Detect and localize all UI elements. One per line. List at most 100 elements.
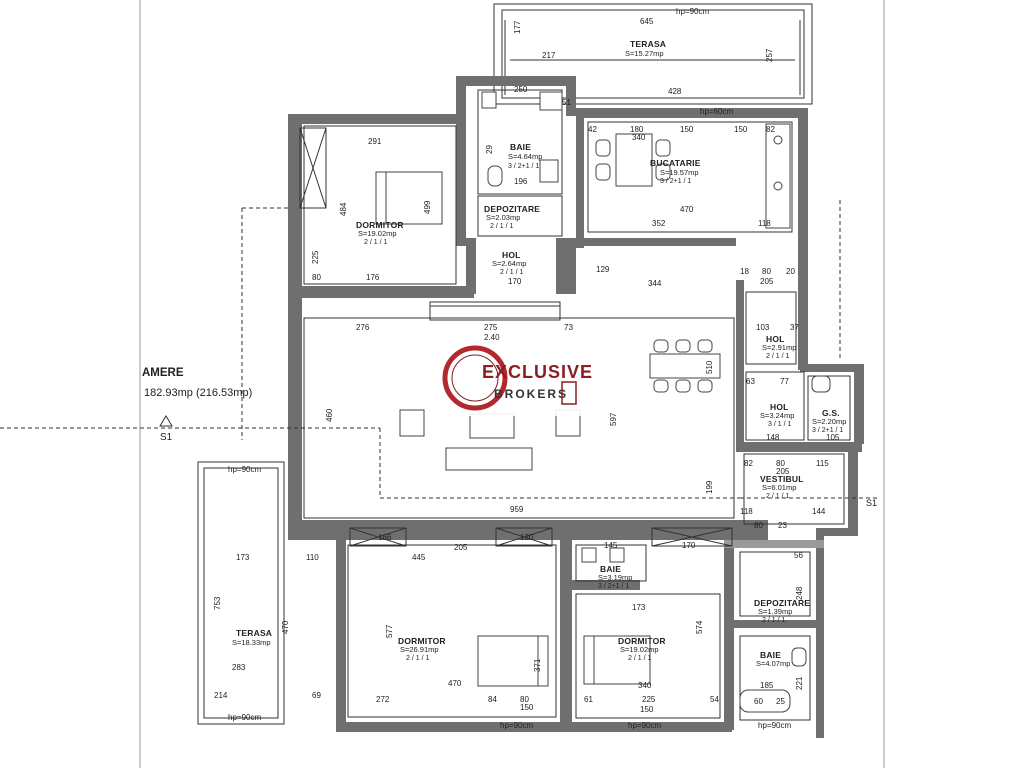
svg-text:S=2.91mp: S=2.91mp <box>762 343 796 352</box>
svg-text:80: 80 <box>312 273 321 282</box>
svg-text:196: 196 <box>514 177 528 186</box>
svg-text:3 / 2+1 / 1: 3 / 2+1 / 1 <box>660 178 691 185</box>
svg-text:205: 205 <box>454 543 468 552</box>
svg-text:S=26.91mp: S=26.91mp <box>400 645 439 654</box>
svg-text:484: 484 <box>339 202 348 216</box>
svg-text:276: 276 <box>356 323 370 332</box>
svg-text:145: 145 <box>604 541 618 550</box>
summary-title: AMERE <box>142 367 184 379</box>
svg-text:S=18.33mp: S=18.33mp <box>232 638 271 647</box>
svg-text:460: 460 <box>325 408 334 422</box>
bed-icon <box>583 635 651 685</box>
bed-icon <box>375 171 443 225</box>
svg-text:105: 105 <box>826 433 840 442</box>
svg-text:DEPOZITARE: DEPOZITARE <box>754 598 810 608</box>
svg-text:445: 445 <box>412 553 426 562</box>
svg-text:56: 56 <box>794 551 803 560</box>
svg-text:340: 340 <box>632 133 646 142</box>
svg-text:344: 344 <box>648 279 662 288</box>
svg-text:VESTIBUL: VESTIBUL <box>760 474 804 484</box>
svg-text:2 / 1 / 1: 2 / 1 / 1 <box>762 617 785 624</box>
svg-text:hp=90cm: hp=90cm <box>500 721 533 730</box>
bed-icon <box>477 635 549 687</box>
section-marker: S1 <box>160 432 173 443</box>
svg-text:29: 29 <box>485 145 494 154</box>
svg-text:S=2.20mp: S=2.20mp <box>812 417 846 426</box>
svg-text:82: 82 <box>766 125 775 134</box>
svg-text:HOL: HOL <box>766 334 785 344</box>
svg-text:S=19.02mp: S=19.02mp <box>358 229 397 238</box>
svg-text:S=2.03mp: S=2.03mp <box>486 213 520 222</box>
svg-text:hp=90cm: hp=90cm <box>228 713 261 722</box>
room-labels: TERASA S=15.27mp BAIE S=4.64mp 3 / 2+1 /… <box>232 39 846 668</box>
svg-text:42: 42 <box>588 125 597 134</box>
svg-text:144: 144 <box>812 507 826 516</box>
section-arrow-icon <box>159 415 173 427</box>
section-marker-right: S1 <box>866 498 877 508</box>
room-depozitare-br: DEPOZITARE S=1.39mp 2 / 1 / 1 <box>754 598 810 624</box>
svg-text:170: 170 <box>682 541 696 550</box>
svg-text:574: 574 <box>695 620 704 634</box>
svg-text:23: 23 <box>778 521 787 530</box>
svg-text:225: 225 <box>311 250 320 264</box>
svg-text:25: 25 <box>776 697 785 706</box>
room-bucatarie: BUCATARIE S=19.57mp 3 / 2+1 / 1 <box>650 158 701 185</box>
svg-text:199: 199 <box>705 480 714 494</box>
svg-text:205: 205 <box>760 277 774 286</box>
svg-text:115: 115 <box>816 459 829 468</box>
svg-text:77: 77 <box>780 377 789 386</box>
sink-icon <box>539 91 563 111</box>
svg-text:2 / 1 / 1: 2 / 1 / 1 <box>766 353 789 360</box>
svg-text:BAIE: BAIE <box>510 142 531 152</box>
room-dormitor-bl: DORMITOR S=26.91mp 2 / 1 / 1 <box>398 636 446 662</box>
exclusive-brokers-watermark: EXCLUSIVE BROKERS <box>442 340 592 416</box>
room-dormitor-top: DORMITOR S=19.02mp 2 / 1 / 1 <box>356 220 404 246</box>
room-hol-right-2: HOL S=3.24mp 3 / 1 / 1 <box>760 402 794 428</box>
svg-text:37: 37 <box>790 323 799 332</box>
svg-text:hp=90cm: hp=90cm <box>676 7 709 16</box>
svg-text:371: 371 <box>533 658 542 672</box>
svg-text:118: 118 <box>740 507 753 516</box>
svg-text:80: 80 <box>520 695 529 704</box>
svg-text:BUCATARIE: BUCATARIE <box>650 158 701 168</box>
svg-text:BAIE: BAIE <box>600 564 621 574</box>
svg-text:82: 82 <box>744 459 753 468</box>
toilet-icon <box>487 165 503 187</box>
svg-text:S=4.64mp: S=4.64mp <box>508 152 542 161</box>
svg-text:118: 118 <box>758 219 771 228</box>
logo-door-icon <box>561 381 577 405</box>
furniture <box>375 91 831 713</box>
svg-text:hp=90cm: hp=90cm <box>628 721 661 730</box>
svg-text:DEPOZITARE: DEPOZITARE <box>484 204 540 214</box>
svg-text:120: 120 <box>520 533 534 542</box>
svg-text:272: 272 <box>376 695 390 704</box>
dining-table-icon <box>615 133 653 187</box>
sink-icon <box>581 547 597 563</box>
svg-text:173: 173 <box>632 603 646 612</box>
svg-text:DORMITOR: DORMITOR <box>398 636 446 646</box>
svg-text:103: 103 <box>756 323 770 332</box>
svg-text:177: 177 <box>513 20 522 34</box>
svg-text:470: 470 <box>281 620 290 634</box>
svg-text:205: 205 <box>776 467 790 476</box>
room-dormitor-br: DORMITOR S=19.02mp 2 / 1 / 1 <box>618 636 666 662</box>
room-terasa-top: TERASA S=15.27mp <box>625 39 666 58</box>
outer-walls <box>288 76 864 738</box>
toilet-icon <box>811 375 831 393</box>
svg-text:60: 60 <box>754 697 763 706</box>
svg-text:84: 84 <box>488 695 497 704</box>
svg-text:110: 110 <box>306 553 319 562</box>
svg-text:275: 275 <box>484 323 498 332</box>
svg-text:2 / 1 / 1: 2 / 1 / 1 <box>766 493 789 500</box>
svg-text:hp=60cm: hp=60cm <box>700 107 733 116</box>
svg-text:150: 150 <box>734 125 748 134</box>
room-terasa-left: TERASA S=18.33mp <box>232 628 272 647</box>
svg-text:217: 217 <box>542 51 556 60</box>
svg-text:HOL: HOL <box>770 402 789 412</box>
svg-text:597: 597 <box>609 412 618 426</box>
svg-text:180: 180 <box>630 125 644 134</box>
terrace-top <box>493 3 813 105</box>
svg-text:248: 248 <box>795 586 804 600</box>
svg-text:S=19.02mp: S=19.02mp <box>620 645 659 654</box>
